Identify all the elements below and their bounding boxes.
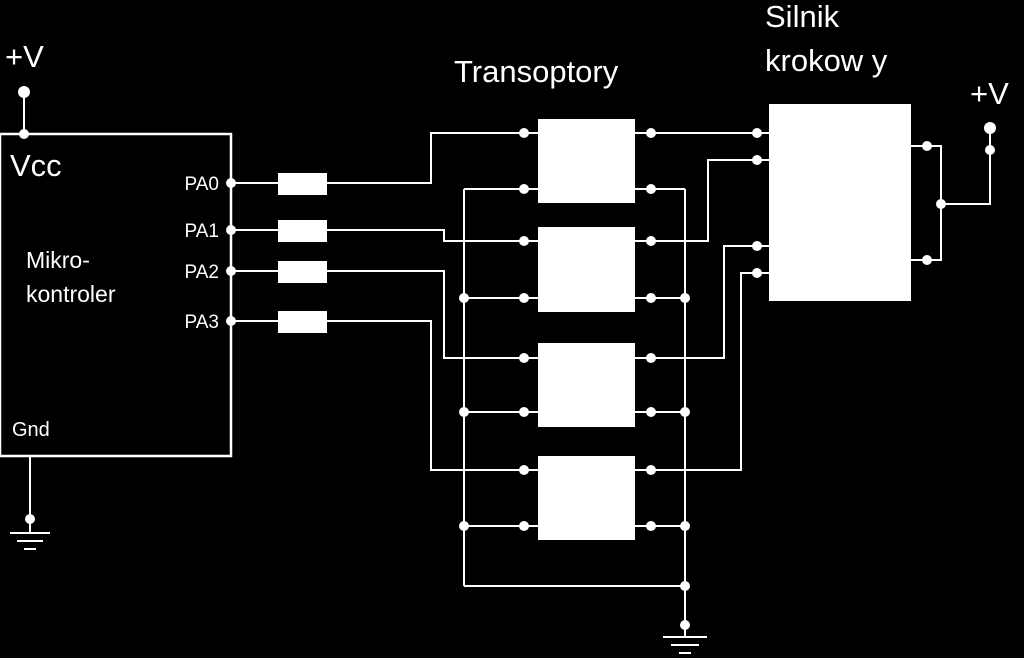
- gnd-label: Gnd: [12, 419, 50, 441]
- bus-junction: [680, 581, 690, 591]
- right-supply-terminal: [984, 122, 996, 134]
- right-supply: [927, 122, 996, 261]
- mcu-label-line1: Mikro-: [26, 247, 90, 273]
- resistor-pa0: [278, 173, 327, 195]
- left-supply: [18, 86, 30, 139]
- opto-pin: [519, 128, 529, 138]
- opto-pin: [646, 407, 656, 417]
- supply-right-label: +V: [970, 76, 1009, 111]
- motor-pin: [752, 268, 762, 278]
- vcc-label: Vcc: [10, 148, 62, 183]
- left-common-bus: [459, 188, 685, 587]
- opto3-to-motor: [651, 245, 757, 359]
- opto-pin: [519, 521, 529, 531]
- opto-pin: [519, 465, 529, 475]
- pa0-route: [327, 132, 524, 184]
- opto-pin: [519, 407, 529, 417]
- pin-label-pa3: PA3: [184, 312, 219, 333]
- optocoupler-body: [538, 456, 635, 540]
- pin-label-pa2: PA2: [184, 262, 219, 283]
- opto-pin: [519, 353, 529, 363]
- mcu-label-line2: kontroler: [26, 281, 116, 307]
- resistor-pa1: [278, 220, 327, 242]
- bus-junction: [459, 293, 469, 303]
- opto4-to-motor: [651, 272, 757, 471]
- right-ground-bus: [651, 188, 707, 654]
- optocoupler-body: [538, 227, 635, 312]
- optocoupler-2: [519, 227, 656, 312]
- optocoupler-4: [519, 456, 656, 540]
- opto2-to-motor: [651, 159, 757, 242]
- optocoupler-3: [519, 343, 656, 427]
- output-routing: [651, 132, 757, 471]
- stepper-motor: [752, 104, 932, 301]
- bus-junction: [459, 521, 469, 531]
- opto-pin: [646, 293, 656, 303]
- resistors: [231, 173, 327, 333]
- opto-pin: [646, 184, 656, 194]
- opto-pin: [646, 521, 656, 531]
- opto-pin: [519, 293, 529, 303]
- motor-pin: [752, 155, 762, 165]
- right-supply-wire: [941, 150, 991, 205]
- resistor-pa3: [278, 311, 327, 333]
- pin-label-pa0: PA0: [184, 174, 219, 195]
- microcontroller-box: [0, 132, 233, 458]
- pa1-route: [327, 229, 524, 242]
- bus-junction: [459, 407, 469, 417]
- motor-title-line1: Silnik: [765, 0, 840, 34]
- pa3-route: [327, 320, 524, 471]
- input-routing: [327, 132, 524, 471]
- pin-label-pa1: PA1: [184, 221, 219, 242]
- bus-junction: [680, 407, 690, 417]
- motor-title-line2: krokow y: [765, 43, 888, 78]
- optocoupler-body: [538, 343, 635, 427]
- motor-pin: [752, 241, 762, 251]
- optocoupler-1: [519, 119, 656, 203]
- optocoupler-body: [538, 119, 635, 203]
- opto-pin: [519, 236, 529, 246]
- motor-pin: [752, 128, 762, 138]
- bus-junction: [680, 293, 690, 303]
- supply-left-label: +V: [5, 39, 44, 74]
- mcu-ground: [10, 456, 50, 550]
- pa2-route: [327, 270, 524, 359]
- optocouplers-title: Transoptory: [454, 54, 619, 89]
- resistor-pa2: [278, 261, 327, 283]
- bus-junction: [680, 521, 690, 531]
- opto-pin: [519, 184, 529, 194]
- stepper-motor-body: [769, 104, 911, 301]
